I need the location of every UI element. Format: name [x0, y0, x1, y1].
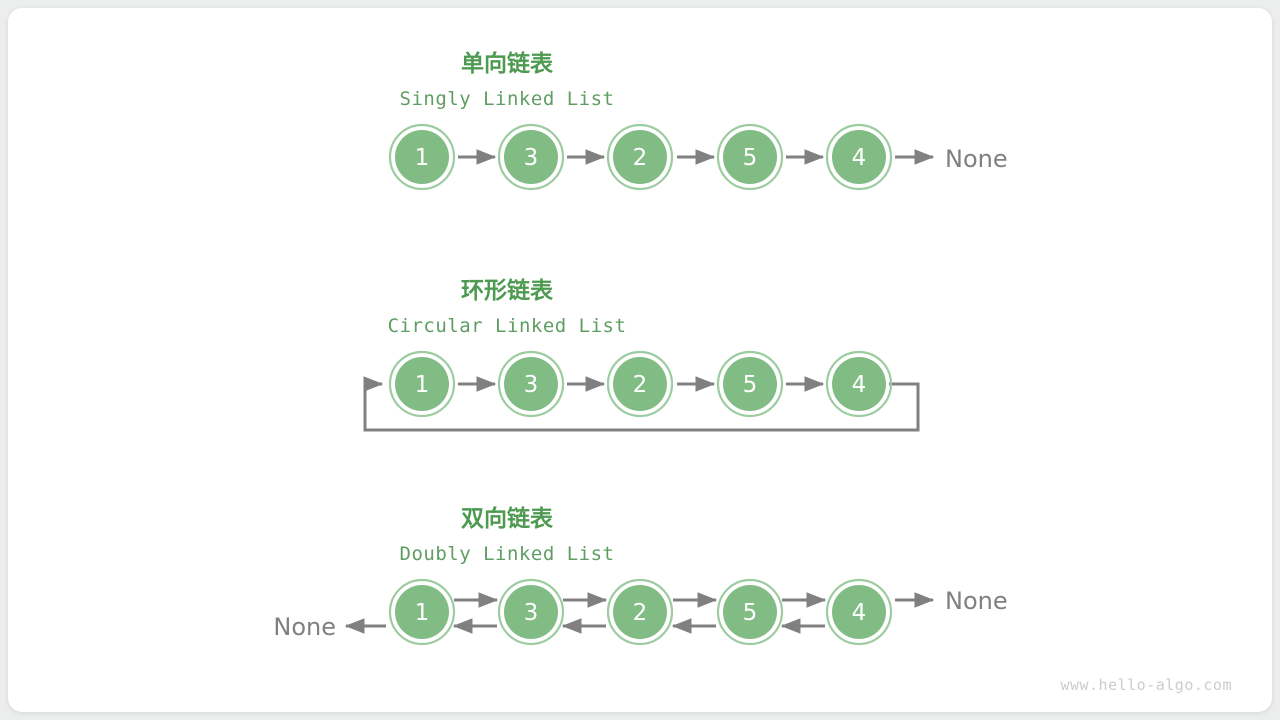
node-value: 1	[415, 372, 430, 398]
node-value: 1	[415, 600, 430, 626]
section-singly: 单向链表 Singly Linked List 1 3	[388, 50, 1008, 191]
list-node: 1	[388, 123, 456, 191]
node-value: 2	[633, 145, 648, 171]
tail-none-label: None	[945, 145, 1008, 173]
section-title-cn: 双向链表	[461, 505, 554, 532]
node-value: 5	[743, 600, 758, 626]
node-value: 3	[524, 145, 539, 171]
node-value: 2	[633, 372, 648, 398]
node-value: 2	[633, 600, 648, 626]
section-title-cn: 环形链表	[461, 277, 554, 304]
list-node: 5	[716, 123, 784, 191]
section-title-cn: 单向链表	[461, 50, 554, 77]
list-node: 4	[825, 350, 893, 418]
node-value: 3	[524, 372, 539, 398]
list-node: 4	[825, 578, 893, 646]
section-circular: 环形链表 Circular Linked List 1 3	[363, 277, 920, 432]
list-node: 3	[497, 350, 565, 418]
section-title-en: Singly Linked List	[400, 88, 615, 110]
node-value: 4	[852, 145, 867, 171]
list-node: 2	[606, 123, 674, 191]
watermark: www.hello-algo.com	[1060, 676, 1232, 694]
list-node: 3	[497, 578, 565, 646]
tail-none-label: None	[945, 587, 1008, 615]
list-node: 1	[388, 578, 456, 646]
node-value: 5	[743, 145, 758, 171]
list-node: 5	[716, 350, 784, 418]
node-value: 1	[415, 145, 430, 171]
list-node: 2	[606, 578, 674, 646]
section-title-en: Circular Linked List	[388, 315, 627, 337]
list-node: 3	[497, 123, 565, 191]
section-doubly: 双向链表 Doubly Linked List 1	[273, 505, 1008, 646]
head-none-label: None	[273, 613, 336, 641]
list-node: 5	[716, 578, 784, 646]
list-node: 4	[825, 123, 893, 191]
node-value: 3	[524, 600, 539, 626]
section-title-en: Doubly Linked List	[400, 543, 615, 565]
list-node: 1	[388, 350, 456, 418]
circular-loop-path	[363, 376, 920, 432]
node-value: 4	[852, 372, 867, 398]
node-value: 4	[852, 600, 867, 626]
node-value: 5	[743, 372, 758, 398]
list-node: 2	[606, 350, 674, 418]
